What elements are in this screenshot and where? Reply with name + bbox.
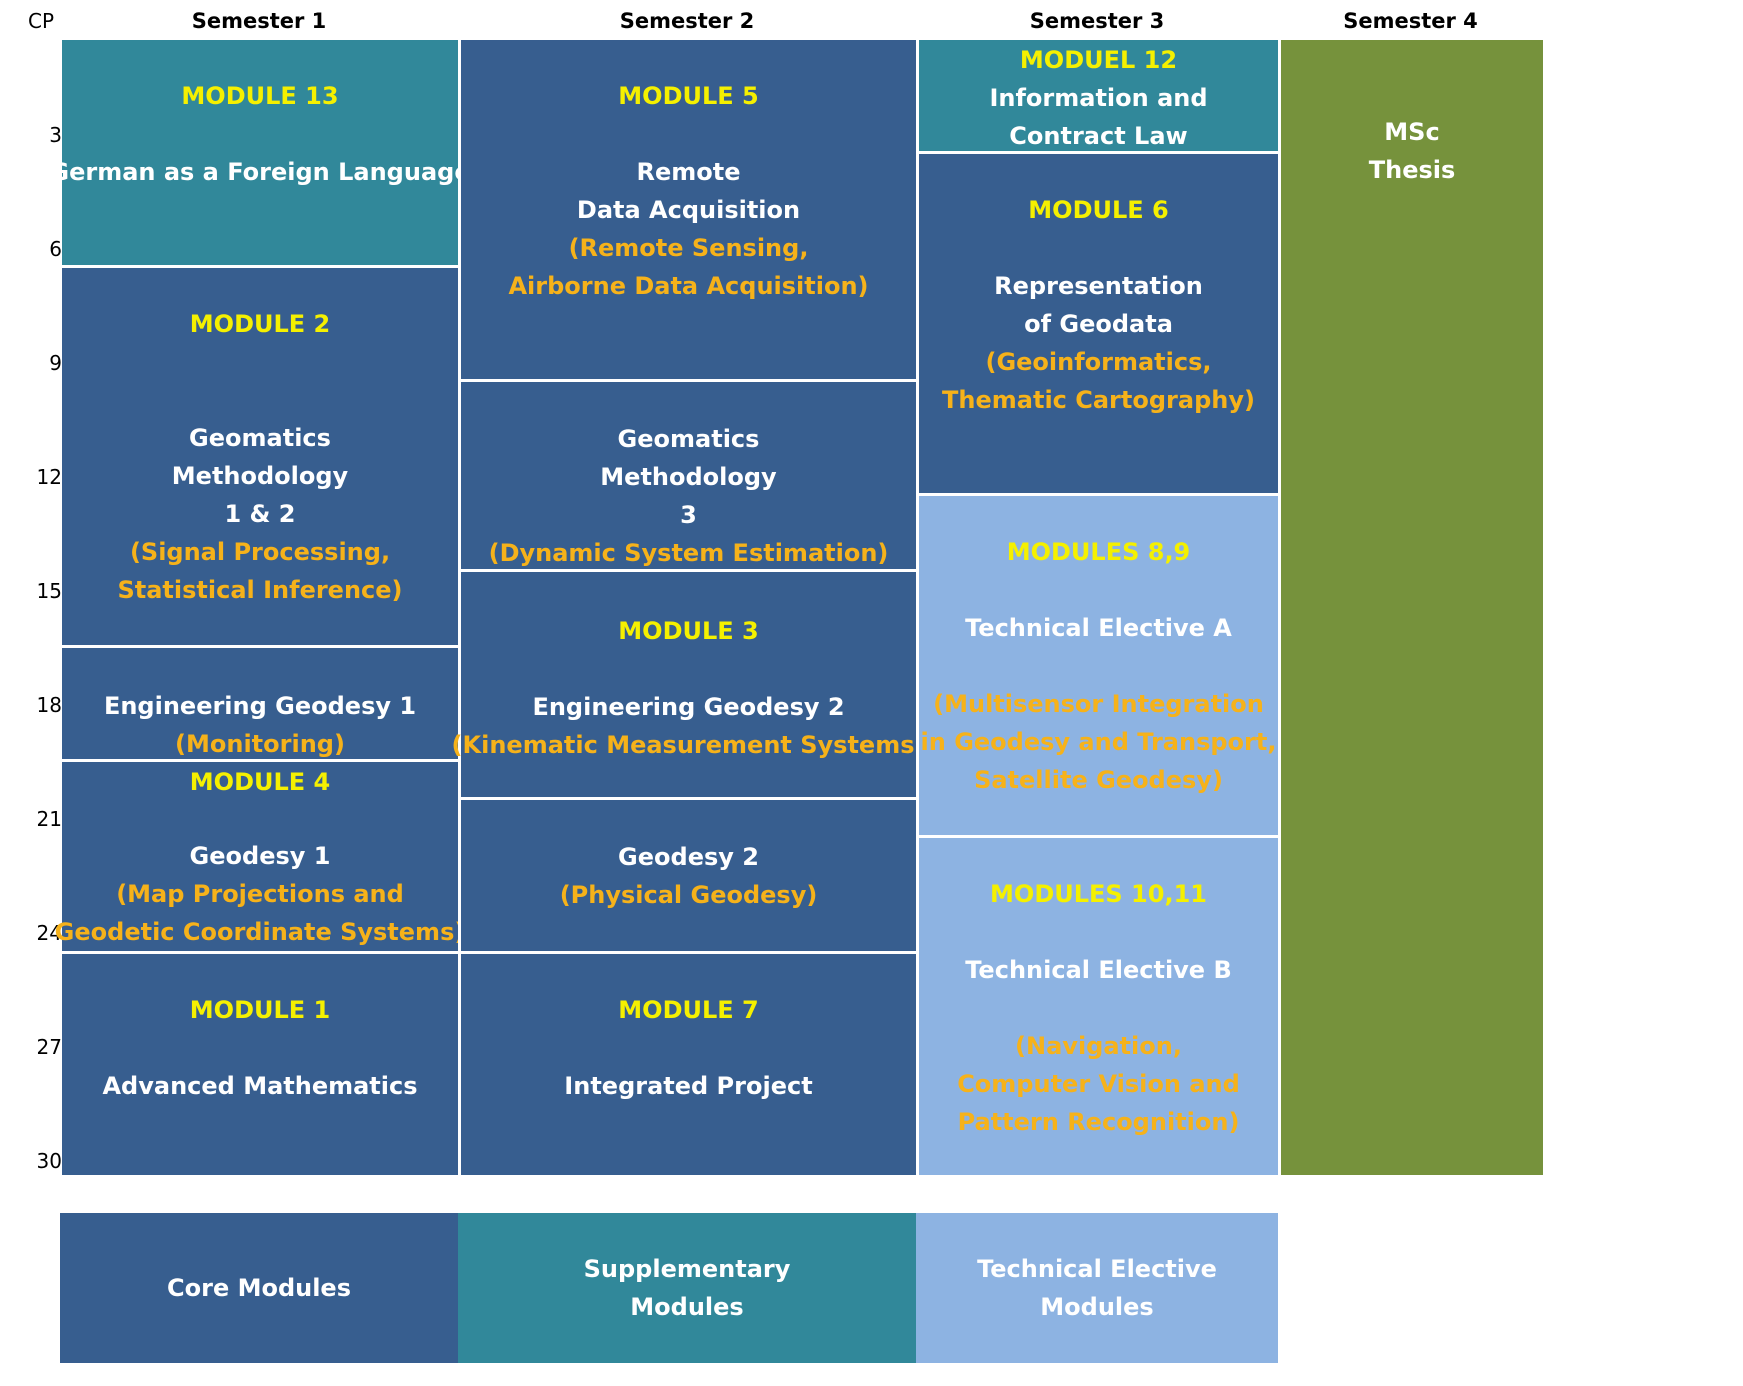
modules-10-11-sub-3: Pattern Recognition) bbox=[957, 1108, 1240, 1136]
module-4-label: MODULE 4 bbox=[189, 768, 331, 796]
modules-8-9-sub-3: Satellite Geodesy) bbox=[974, 766, 1223, 794]
cp-tick-6: 6 bbox=[49, 237, 62, 261]
cp-tick-18: 18 bbox=[36, 693, 62, 717]
module-4-block: MODULE 4 Geodesy 1 (Map Projections and … bbox=[55, 759, 465, 951]
module-12-label: MODUEL 12 bbox=[1019, 46, 1178, 74]
module-6-title-1: Representation bbox=[994, 272, 1203, 300]
legend-core-label: Core Modules bbox=[167, 1274, 351, 1302]
module-2-label: MODULE 2 bbox=[189, 310, 331, 338]
legend-supplementary-modules: Supplementary Modules bbox=[458, 1213, 916, 1363]
module-7-label: MODULE 7 bbox=[618, 996, 759, 1024]
legend-tech-label-1: Technical Elective bbox=[977, 1255, 1217, 1283]
legend-supp-label-1: Supplementary bbox=[583, 1255, 791, 1283]
module-7-title: Integrated Project bbox=[564, 1072, 813, 1100]
cp-tick-3: 3 bbox=[49, 123, 62, 147]
module-4-sub-1: (Map Projections and bbox=[116, 880, 404, 908]
module-4-title: Geodesy 1 bbox=[189, 842, 331, 870]
module-6-label: MODULE 6 bbox=[1028, 196, 1169, 224]
legend-supp-label-2: Modules bbox=[630, 1293, 744, 1321]
engineering-geodesy-1-sub: (Monitoring) bbox=[175, 730, 345, 758]
semester-3-header: Semester 3 bbox=[1029, 9, 1165, 33]
cp-tick-21: 21 bbox=[36, 807, 62, 831]
engineering-geodesy-1-title: Engineering Geodesy 1 bbox=[103, 692, 417, 720]
modules-10-11-label: MODULES 10,11 bbox=[990, 880, 1207, 908]
module-5-title-1: Remote bbox=[636, 158, 741, 186]
cp-axis-label: CP bbox=[28, 9, 55, 33]
cp-tick-9: 9 bbox=[49, 351, 62, 375]
module-3-label: MODULE 3 bbox=[618, 617, 759, 645]
cp-tick-27: 27 bbox=[36, 1035, 62, 1059]
geomatics-methodology-3-title-3: 3 bbox=[680, 501, 697, 529]
cp-tick-15: 15 bbox=[36, 579, 62, 603]
module-2-title-2: Methodology bbox=[171, 462, 349, 490]
msc-thesis-block: MSc Thesis bbox=[1278, 40, 1543, 1175]
module-7-block: MODULE 7 Integrated Project bbox=[458, 951, 916, 1175]
module-2-title-1: Geomatics bbox=[189, 424, 331, 452]
semester-1-header: Semester 1 bbox=[191, 9, 327, 33]
geodesy-2-title: Geodesy 2 bbox=[618, 843, 759, 871]
module-5-sub-2: Airborne Data Acquisition) bbox=[508, 272, 869, 300]
module-6-block: MODULE 6 Representation of Geodata (Geoi… bbox=[916, 151, 1278, 493]
cp-tick-24: 24 bbox=[36, 921, 62, 945]
module-12-title-2: Contract Law bbox=[1009, 122, 1188, 150]
msc-thesis-title-1: MSc bbox=[1384, 118, 1440, 146]
module-2-sub-1: (Signal Processing, bbox=[129, 538, 391, 566]
module-2-block: MODULE 2 Geomatics Methodology 1 & 2 (Si… bbox=[62, 265, 458, 645]
modules-8-9-block: MODULES 8,9 Technical Elective A (Multis… bbox=[916, 493, 1278, 835]
modules-8-9-title: Technical Elective A bbox=[965, 614, 1232, 642]
module-5-sub-1: (Remote Sensing, bbox=[568, 234, 809, 262]
legend-tech-label-2: Modules bbox=[1040, 1293, 1154, 1321]
geomatics-methodology-3-sub: (Dynamic System Estimation) bbox=[488, 539, 889, 567]
modules-10-11-title: Technical Elective B bbox=[965, 956, 1232, 984]
semester-4-header: Semester 4 bbox=[1343, 9, 1478, 33]
geomatics-methodology-3-block: Geomatics Methodology 3 (Dynamic System … bbox=[458, 379, 916, 569]
module-5-title-2: Data Acquisition bbox=[576, 196, 801, 224]
module-12-title-1: Information and bbox=[989, 84, 1208, 112]
modules-8-9-label: MODULES 8,9 bbox=[1006, 538, 1191, 566]
geomatics-methodology-3-title-1: Geomatics bbox=[617, 425, 760, 453]
legend-technical-elective-modules: Technical Elective Modules bbox=[916, 1213, 1278, 1363]
geomatics-methodology-3-title-2: Methodology bbox=[600, 463, 777, 491]
cp-tick-12: 12 bbox=[36, 465, 62, 489]
module-6-sub-2: Thematic Cartography) bbox=[942, 386, 1255, 414]
module-6-sub-1: (Geoinformatics, bbox=[985, 348, 1212, 376]
module-12-block: MODUEL 12 Information and Contract Law bbox=[916, 40, 1278, 151]
module-1-block: MODULE 1 Advanced Mathematics bbox=[62, 951, 458, 1175]
semester-2-header: Semester 2 bbox=[619, 9, 755, 33]
modules-8-9-sub-2: in Geodesy and Transport, bbox=[920, 728, 1277, 756]
modules-10-11-sub-2: Computer Vision and bbox=[957, 1070, 1240, 1098]
module-5-block: MODULE 5 Remote Data Acquisition (Remote… bbox=[458, 40, 916, 379]
module-2-sub-2: Statistical Inference) bbox=[117, 576, 403, 604]
modules-8-9-sub-1: (Multisensor Integration bbox=[933, 690, 1264, 718]
modules-10-11-block: MODULES 10,11 Technical Elective B (Navi… bbox=[916, 835, 1278, 1175]
engineering-geodesy-1-block: Engineering Geodesy 1 (Monitoring) bbox=[62, 645, 458, 759]
module-1-title: Advanced Mathematics bbox=[102, 1072, 418, 1100]
modules-10-11-sub-1: (Navigation, bbox=[1015, 1032, 1182, 1060]
module-2-title-3: 1 & 2 bbox=[224, 500, 296, 528]
module-4-sub-2: Geodetic Coordinate Systems) bbox=[54, 918, 466, 946]
module-13-title: German as a Foreign Language bbox=[49, 158, 471, 186]
cp-tick-30: 30 bbox=[36, 1149, 62, 1173]
module-13-block: MODULE 13 German as a Foreign Language bbox=[49, 40, 471, 265]
module-3-title: Engineering Geodesy 2 bbox=[532, 693, 845, 721]
module-13-label: MODULE 13 bbox=[181, 82, 339, 110]
module-3-block: MODULE 3 Engineering Geodesy 2 (Kinemati… bbox=[452, 569, 925, 797]
msc-thesis-title-2: Thesis bbox=[1368, 156, 1456, 184]
geodesy-2-sub: (Physical Geodesy) bbox=[559, 881, 818, 909]
module-5-label: MODULE 5 bbox=[618, 82, 759, 110]
legend-core-modules: Core Modules bbox=[60, 1213, 458, 1363]
module-3-sub: (Kinematic Measurement Systems) bbox=[451, 731, 926, 759]
module-6-title-2: of Geodata bbox=[1024, 310, 1173, 338]
geodesy-2-block: Geodesy 2 (Physical Geodesy) bbox=[458, 797, 916, 951]
module-1-label: MODULE 1 bbox=[189, 996, 331, 1024]
